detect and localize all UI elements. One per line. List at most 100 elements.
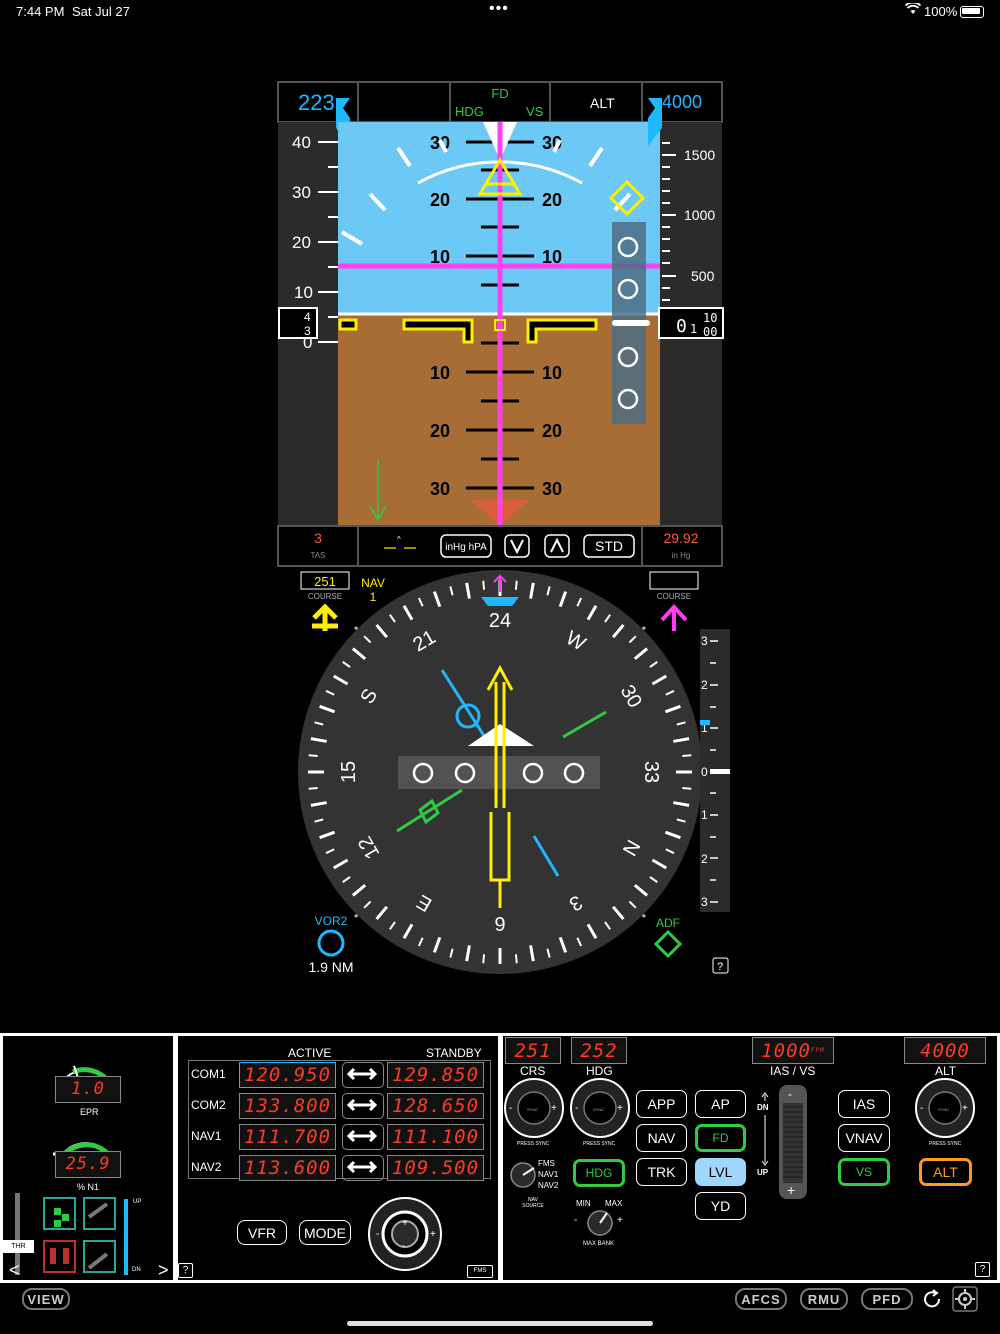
alt-mode-button[interactable]: ALT [919,1158,972,1186]
vs-thumbwheel[interactable]: -+ [759,1083,819,1201]
radio-standby-freq[interactable]: 111.100 [387,1124,484,1150]
radio-active-freq[interactable]: 111.700 [239,1124,336,1150]
speed-bug-readout: 223 [298,90,335,115]
course-left-box[interactable] [300,571,350,590]
compass-tick [676,818,686,823]
ap-button[interactable]: AP [695,1090,746,1118]
alt-tick-label: 1500 [684,147,715,163]
radio-tuning-knob[interactable]: +- +- [364,1195,446,1277]
compass-tick [628,635,637,644]
swap-frequency-button[interactable] [342,1093,384,1119]
alt-bug-icon[interactable] [648,98,662,146]
nav-button[interactable]: NAV [636,1124,687,1152]
radio-active-freq[interactable]: 133.800 [239,1093,336,1119]
vs-readout-value: 1000 [761,1039,811,1062]
home-indicator[interactable] [347,1321,653,1326]
nav-source-fms: FMS [538,1159,555,1168]
swap-arrows-icon [346,1098,378,1112]
alt-readout-box [658,307,724,339]
bank-plus-label: + [617,1215,623,1226]
compass-tick [586,604,598,621]
vs-wheel-up-label: UP [757,1168,769,1177]
compass-tick [482,580,486,590]
std-label: STD [595,538,623,554]
nav-source-num: 1 [370,590,377,604]
lvl-button[interactable]: LVL [695,1158,746,1186]
prev-chevron-icon[interactable]: < [9,1260,20,1280]
compass-tick [586,923,598,940]
pitch-label: 10 [430,247,450,267]
trk-button[interactable]: TRK [636,1158,687,1186]
hdg-annunciator: HDG [455,104,484,119]
alt-knob[interactable]: -+SYNC [914,1077,976,1139]
afcs-button[interactable]: AFCS [735,1288,787,1310]
nav-source-knob[interactable] [508,1160,538,1190]
next-chevron-icon[interactable]: > [158,1260,169,1280]
radio-help-button[interactable]: ? [178,1263,193,1278]
vs-tick-label: 2 [701,678,708,692]
max-bank-knob[interactable] [586,1209,614,1237]
svg-text:-: - [509,1103,512,1114]
view-button[interactable]: VIEW [22,1288,70,1310]
std-button[interactable] [583,534,635,558]
tas-label: TAS [311,551,326,560]
vs-mode-button[interactable]: VS [838,1158,890,1186]
swap-frequency-button[interactable] [342,1155,384,1181]
radio-standby-freq[interactable]: 109.500 [387,1155,484,1181]
compass-tick [314,818,324,823]
radio-active-freq[interactable]: 120.950 [239,1062,336,1088]
compass-tick [332,674,349,686]
autopilot-help-button[interactable]: ? [975,1262,990,1277]
svg-text:+: + [617,1103,623,1114]
radio-row-label: NAV1 [191,1129,222,1143]
alt-readout-sub: 10 [703,311,717,325]
mode-button[interactable]: MODE [299,1220,351,1245]
fms-button[interactable]: FMS [467,1265,493,1278]
compass-tick [604,614,611,623]
radio-row-label: NAV2 [191,1160,222,1174]
crs-label: CRS [520,1064,546,1078]
compass-tick [611,905,625,921]
swap-frequency-button[interactable] [342,1062,384,1088]
course-left-label: COURSE [308,592,342,601]
compass-tick [417,597,424,607]
help-button[interactable] [712,957,729,974]
radio-row: NAV1 111.700 111.100 [188,1124,488,1150]
refresh-icon[interactable] [920,1287,944,1311]
compass-tick [375,905,389,921]
radio-active-freq[interactable]: 113.600 [239,1155,336,1181]
compass-tick [375,623,389,639]
pitch-label: 30 [430,479,450,499]
pfd-button[interactable]: PFD [861,1288,913,1310]
compass-tick [389,921,396,930]
crs-knob[interactable]: -+SYNC [503,1077,565,1139]
app-button[interactable]: APP [636,1090,687,1118]
settings-gear-icon[interactable] [952,1286,978,1312]
compass-tick [649,661,658,668]
swap-frequency-button[interactable] [342,1124,384,1150]
baro-unit-button[interactable] [440,534,492,558]
vfr-button[interactable]: VFR [237,1220,287,1245]
throttle-handle[interactable]: THR [3,1240,34,1253]
compass-tick [402,923,414,940]
course-right-box[interactable] [649,571,699,590]
hdg-knob[interactable]: -+SYNC [569,1077,631,1139]
engine-panel: 1.0 EPR 25.9 % N1 THR UP DN < > [0,1033,176,1283]
compass-tick [432,591,442,608]
pitch-label: 20 [542,421,562,441]
bearing-pointer-yellow-icon [312,603,338,631]
rmu-button[interactable]: RMU [800,1288,848,1310]
vnav-button[interactable]: VNAV [838,1124,890,1152]
ias-button[interactable]: IAS [838,1090,890,1118]
mini-airplane-icon: ^ [397,535,401,544]
fd-button[interactable]: FD [695,1124,746,1152]
radio-standby-freq[interactable]: 128.650 [387,1093,484,1119]
hdg-mode-button[interactable]: HDG [573,1159,625,1187]
radio-standby-freq[interactable]: 129.850 [387,1062,484,1088]
multitask-dots-icon[interactable]: ••• [489,0,509,17]
yd-button[interactable]: YD [695,1192,746,1220]
compass-tick [308,754,318,758]
svg-text:+: + [551,1103,557,1114]
radio-list[interactable] [188,1060,491,1179]
